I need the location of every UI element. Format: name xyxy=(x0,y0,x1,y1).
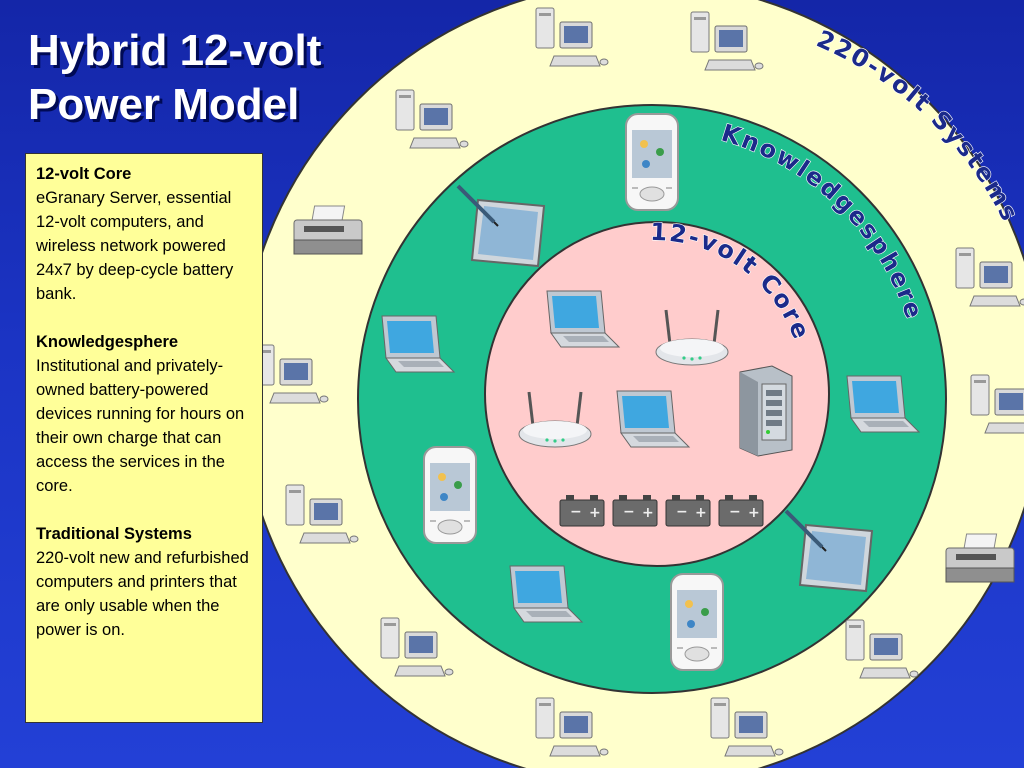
legend-text: Institutional and privately-owned batter… xyxy=(36,357,245,495)
pda-icon xyxy=(625,113,679,211)
slide-title: Hybrid 12-volt Power Model xyxy=(28,24,368,132)
title-line-1: Hybrid 12-volt xyxy=(28,26,322,75)
legend-heading: Traditional Systems xyxy=(36,525,192,543)
legend-heading: 12-volt Core xyxy=(36,165,132,183)
legend-text: 220-volt new and refurbished computers a… xyxy=(36,549,249,639)
legend-text: eGranary Server, essential 12-volt compu… xyxy=(36,189,234,303)
server-tower-icon xyxy=(739,365,793,457)
legend-heading: Knowledgesphere xyxy=(36,333,179,351)
battery-icon xyxy=(665,494,711,527)
legend-section-core: 12-volt Core eGranary Server, essential … xyxy=(36,162,256,306)
legend-box: 12-volt Core eGranary Server, essential … xyxy=(25,153,263,723)
legend-section-traditional: Traditional Systems 220-volt new and ref… xyxy=(36,522,256,642)
battery-icon xyxy=(612,494,658,527)
battery-icon xyxy=(718,494,764,527)
pda-icon xyxy=(670,573,724,671)
legend-section-knowledgesphere: Knowledgesphere Institutional and privat… xyxy=(36,330,256,498)
pda-icon xyxy=(423,446,477,544)
battery-icon xyxy=(559,494,605,527)
title-line-2: Power Model xyxy=(28,80,300,129)
